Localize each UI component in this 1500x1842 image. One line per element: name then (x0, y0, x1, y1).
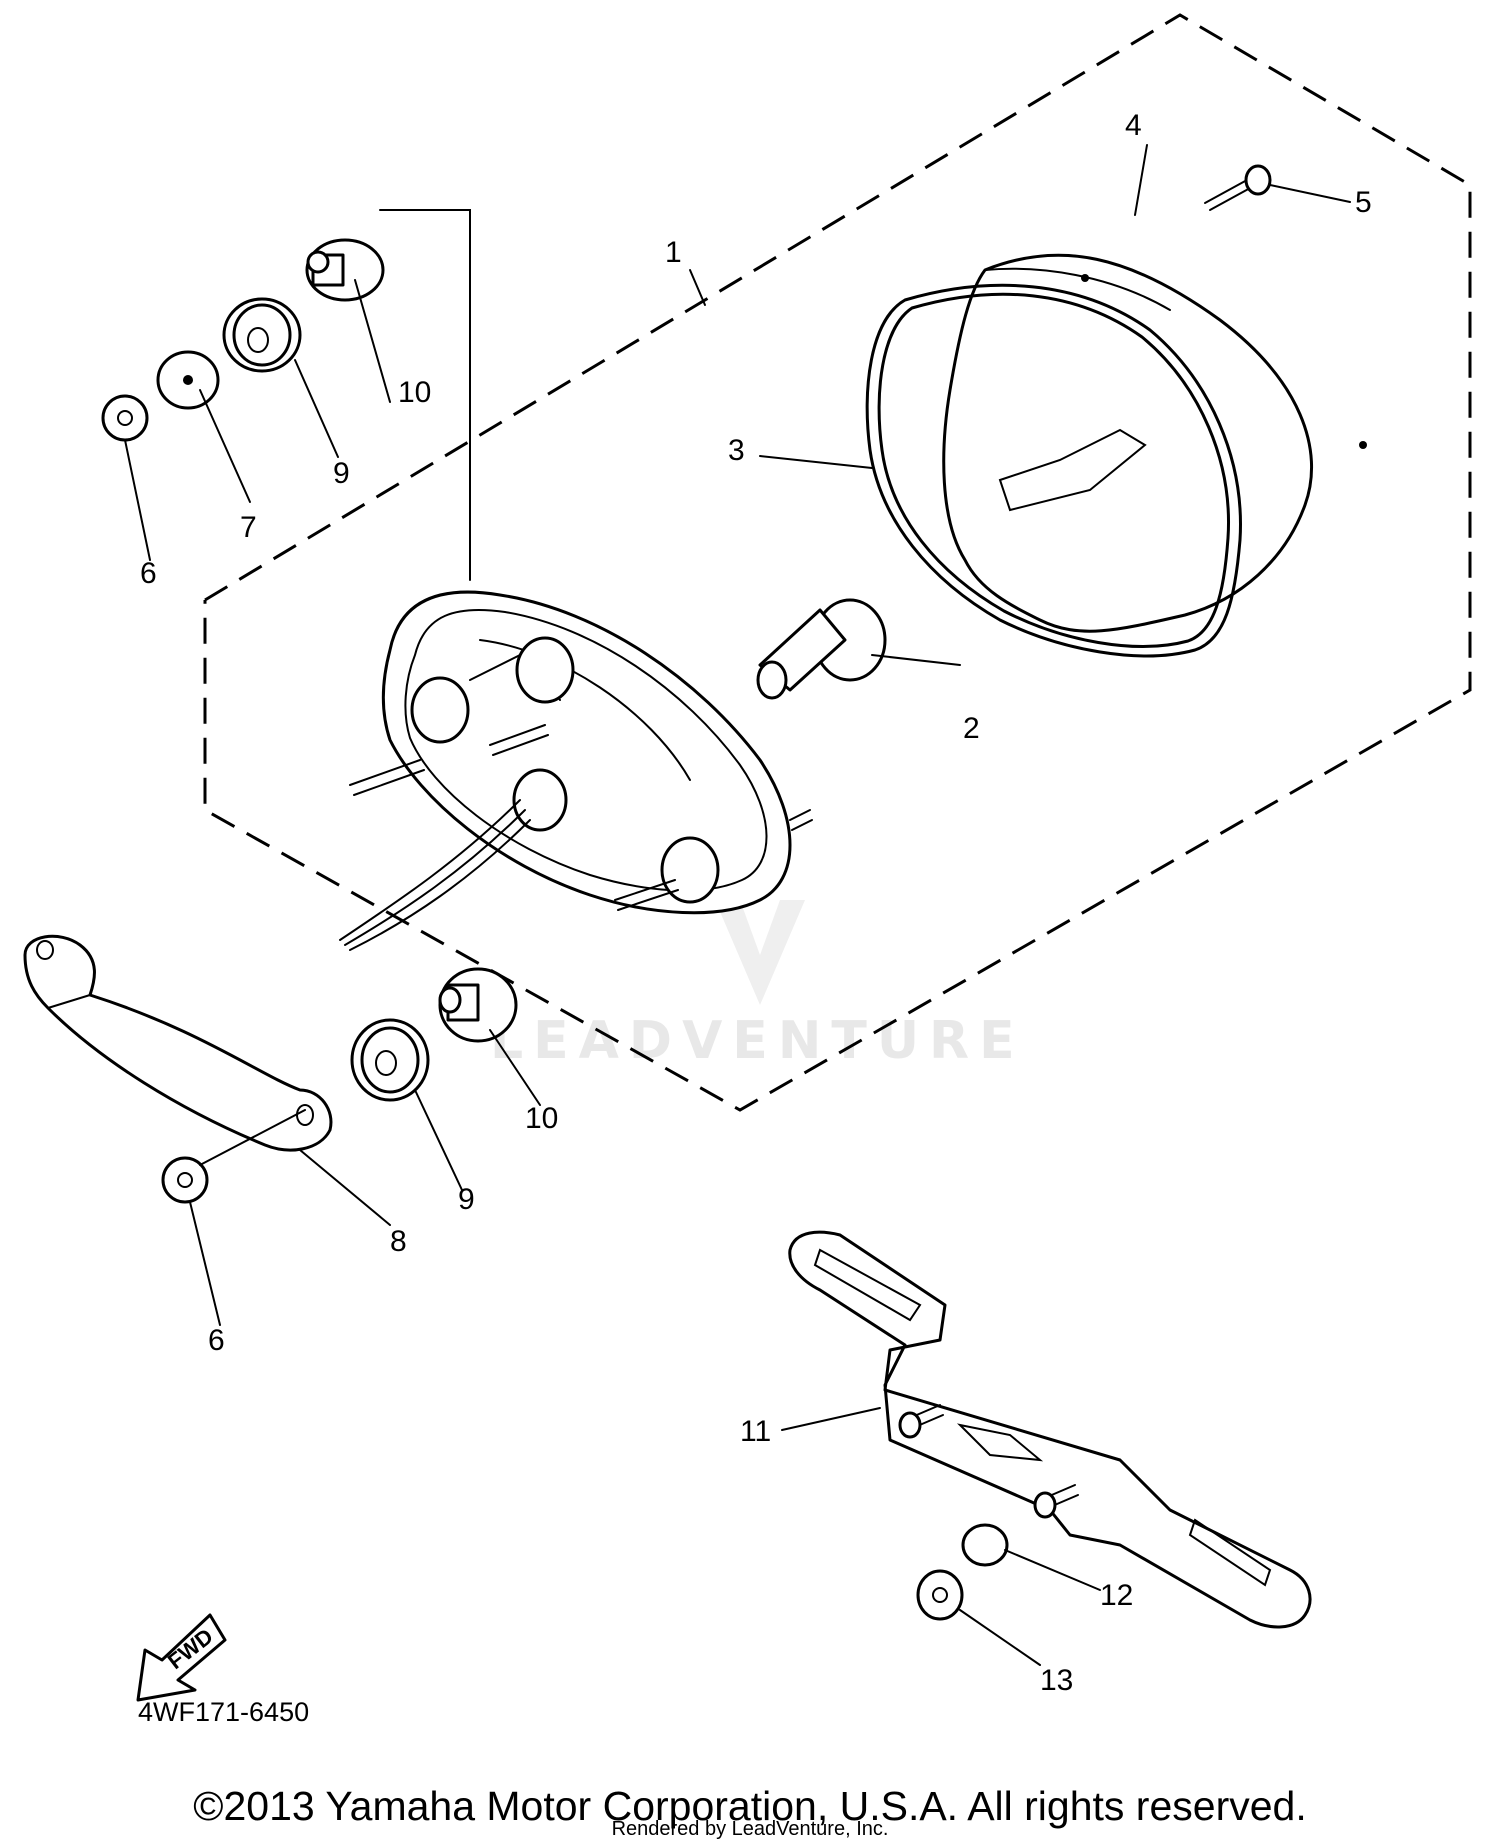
stay-bracket (23, 934, 333, 1152)
bulb (756, 598, 887, 700)
upper-hardware (101, 238, 385, 442)
license-bracket (788, 1230, 1312, 1629)
callout-3: 3 (728, 434, 745, 467)
callout-2: 2 (963, 712, 980, 745)
callout-4: 4 (1125, 109, 1142, 142)
callout-labels: 1 2 3 4 5 6 7 9 10 10 9 8 6 11 12 13 (140, 109, 1372, 1697)
rendered-by-credit: Rendered by LeadVenture, Inc. (611, 1818, 889, 1840)
tail-light-base (339, 590, 813, 951)
lens-screw (1204, 164, 1272, 211)
callout-5: 5 (1355, 186, 1372, 219)
nut-bracket (916, 1569, 964, 1621)
tail-lens (942, 253, 1367, 633)
callout-9-upper: 9 (333, 457, 350, 490)
callout-7: 7 (240, 511, 257, 544)
mount-axis-line (379, 209, 471, 581)
nut-lower (161, 1109, 306, 1204)
callout-11: 11 (740, 1415, 771, 1448)
callout-13: 13 (1040, 1664, 1073, 1697)
nut-upper (101, 394, 149, 442)
assembly-boundary (203, 13, 1472, 1112)
leader-lines (124, 144, 1351, 1666)
diagram-code: 4WF171-6450 (138, 1697, 310, 1727)
watermark: LEADVENTURE (490, 900, 1025, 1071)
callout-10-upper: 10 (398, 376, 431, 409)
lens-gasket (865, 283, 1242, 658)
callout-6-lower: 6 (208, 1324, 225, 1357)
washer-bracket (961, 1523, 1009, 1567)
callout-12: 12 (1100, 1579, 1133, 1612)
callout-10-lower: 10 (525, 1102, 558, 1135)
callout-8: 8 (390, 1225, 407, 1258)
lower-hardware (350, 967, 518, 1102)
callout-1: 1 (665, 236, 682, 269)
fwd-arrow-icon: FWD (136, 1613, 227, 1702)
callout-9-lower: 9 (458, 1183, 475, 1216)
callout-6-upper: 6 (140, 557, 157, 590)
copyright-notice: ©2013 Yamaha Motor Corporation, U.S.A. A… (193, 1783, 1307, 1829)
watermark-text: LEADVENTURE (490, 1011, 1025, 1071)
